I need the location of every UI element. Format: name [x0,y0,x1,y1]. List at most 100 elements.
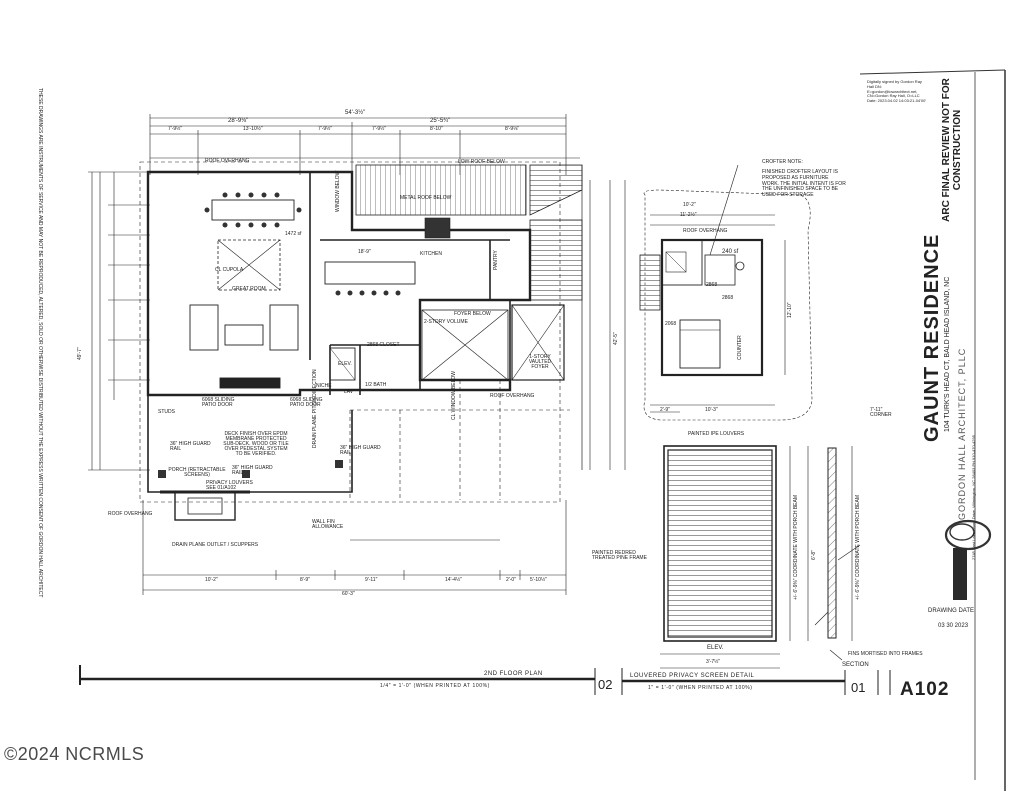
sheet-number: A102 [900,679,950,700]
mls-watermark: ©2024 NCRMLS [4,744,145,764]
two-story-volume-label: 2-STORY VOLUME [424,319,468,325]
kitchen-label: KITCHEN [420,251,442,257]
interior-walls [309,172,511,395]
dim-top-a: 28'-9⅛" [228,118,249,124]
coordinate-note-2: +/- 6'-9⅜" COORDINATE WITH PORCH BEAM [855,494,861,600]
pantry-label: PANTRY [493,250,499,270]
dim-kitchen-width: 18'-9" [358,249,371,255]
crofter-area: 240 sf [722,249,739,255]
crofter-dim-sub: 11'-2½" [680,212,697,218]
arc-review-stamp: ARC FINAL REVIEW NOT FOR CONSTRUCTION [941,78,963,222]
crofter-door-2: 2868 [722,295,734,301]
project-address: 104 TURK'S HEAD CT, BALD HEAD ISLAND, NC [944,276,951,432]
patio-door-1-label: 6068 SLIDING PATIO DOOR [202,397,235,408]
vaulted-foyer-label: 1-STORY VAULTED FOYER [528,354,552,370]
detail-number: 01 [851,680,866,695]
crofter-dim-bottom-left: 2'-9" [660,407,670,413]
dim-bottom-1: 10'-2" [205,577,218,583]
dim-top-6: 8'-9⅛" [505,126,520,132]
corner-note: 7'-11" CORNER [870,407,892,418]
note-low-roof-below: LOW ROOF BELOW [458,159,505,165]
plan-title: 2ND FLOOR PLAN [484,671,543,677]
painted-louvers-label: PAINTED IPE LOUVERS [688,431,745,437]
crofter-note-text: FINISHED CROFTER LAYOUT IS PROPOSED AS F… [762,169,846,198]
guard-rail-note-2: 36" HIGH GUARD RAIL [232,465,273,476]
note-roof-overhang-right: ROOF OVERHANG [490,393,535,399]
dim-right-overall: 42'-5" [613,332,619,345]
dim-top-overall: 54'-3½" [345,110,366,116]
half-bath-label: 1/2 BATH [365,382,387,388]
lav-label: LAV [344,389,354,395]
crofter-door-3: 2068 [665,321,677,327]
section-label: SECTION [842,662,869,668]
drain-outlet-note: DRAIN PLANE OUTLET / SCUPPERS [172,542,259,548]
dim-top-4: 7'-9½" [372,126,387,132]
dim-top-2: 13'-10½" [243,126,263,132]
dim-bottom-overall: 60'-3" [342,591,355,597]
foyer-below-label: FOYER BELOW [454,311,491,317]
porch-label: PORCH (RETRACTABLE SCREENS) [168,467,226,478]
detail-scale: 1" = 1'-0" (WHEN PRINTED AT 100%) [648,685,753,691]
drawing-date: 03 30 2023 [938,623,969,629]
fins-note: FINS MORTISED INTO FRAMES [848,651,923,657]
dining-chairs [204,192,302,228]
firm-name: GORDON HALL ARCHITECT, PLLC [957,347,967,520]
crofter-roof-overhang: ROOF OVERHANG [683,228,728,234]
caption-bars [79,665,891,695]
bottom-dimension-lines [142,500,567,595]
detail-title: LOUVERED PRIVACY SCREEN DETAIL [630,673,755,679]
guard-rail-note-3: 36" HIGH GUARD RAIL [340,445,381,456]
sheet-border [859,69,1006,791]
detail-dim-6-8: 6'-8" [811,550,817,560]
privacy-louvers-label: PRIVACY LOUVERS SEE 01/A102 [206,480,253,491]
elevator-label: ELEV. [338,361,352,367]
crofter-door-1: 2868 [706,282,718,288]
side-copyright-note: THESE DRAWINGS ARE INSTRUMENTS OF SERVIC… [37,88,43,598]
dim-top-5: 8'-10" [430,126,443,132]
dim-bottom-4: 14'-4½" [445,577,462,583]
drain-plane-note: DRAIN PLANE PITCH DIRECTION [312,369,318,448]
louver-detail [660,445,861,669]
dim-left-overall: 49'-7" [77,347,83,360]
note-metal-roof-below: METAL ROOF BELOW [400,195,452,201]
dim-bottom-2: 8'-9" [300,577,310,583]
great-room-label: GREAT ROOM [232,286,266,292]
dim-bottom-3: 9'-11" [365,577,378,583]
wall-fin-note: WALL FIN ALLOWANCE [312,519,344,530]
note-roof-overhang-top: ROOF OVERHANG [205,158,250,164]
firm-logo [944,519,992,600]
crofter-plan [639,164,813,421]
drawing-date-label: DRAWING DATE [928,608,974,614]
plan-number: 02 [598,677,613,692]
plan-scale: 1/4" = 1'-0" (WHEN PRINTED AT 100%) [380,683,490,689]
dim-bottom-6: 5'-10½" [530,577,547,583]
crofter-note-title: CROFTER NOTE: [762,159,803,165]
elev-label: ELEV. [707,645,724,651]
note-cl-cupola: CL CUPOLA [215,267,244,273]
studs-label: STUDS [158,409,175,415]
crofter-counter: COUNTER [737,335,743,360]
top-dimension-lines [149,114,580,175]
niche-label: NICHE [316,383,332,389]
project-name: GAUNT RESIDENCE [921,233,943,442]
great-room-area: 1472 sf [285,231,302,237]
digital-signature: Digitally signed by Gordon Ray Hall DN: … [867,79,927,104]
left-dimension-lines [88,171,150,471]
crofter-dim-top: 10'-2" [683,202,696,208]
firm-address: 2745 East Lake Shore Drive, Wilmington, … [971,435,976,560]
dim-top-1: 7'-9½" [168,126,183,132]
crofter-dim-right: 12'-10" [787,302,793,318]
deck-finish-note: DECK FINISH OVER EPDM MEMBRANE PROTECTED… [223,431,289,457]
guard-rail-note-1: 36" HIGH GUARD RAIL [170,441,211,452]
note-cl-window-below: CL WINDOW BELOW [451,371,457,420]
patio-door-2-label: 6068 SLIDING PATIO DOOR [290,397,323,408]
coordinate-note-1: +/- 6'-9⅜" COORDINATE WITH PORCH BEAM [793,494,799,600]
detail-width-dim: 3'-7½" [706,659,721,665]
closet-label: 2868 CLOSET [367,342,400,348]
note-window-below: WINDOW BELOW [335,170,341,212]
crofter-dim-bottom: 10'-3" [705,407,718,413]
frame-note: PAINTED REDRED TREATED PINE FRAME [592,550,647,561]
dim-top-3: 7'-9½" [318,126,333,132]
dim-top-b: 25'-5¾" [430,118,451,124]
